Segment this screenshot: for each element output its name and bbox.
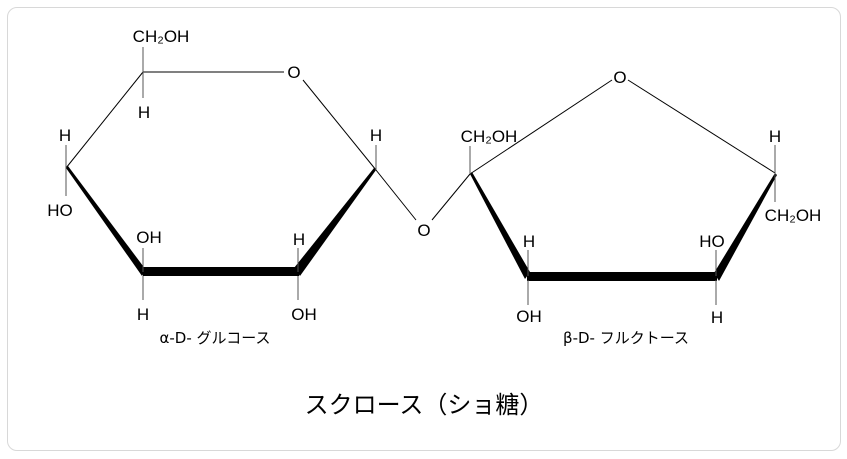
fructose-c5-h: H (769, 127, 781, 146)
fructose-c6-ch2oh: CH₂OH (765, 206, 822, 225)
diagram-card (7, 7, 841, 451)
glucose-c6-ch2oh: CH₂OH (133, 27, 190, 46)
fructose-ring (469, 79, 777, 305)
fructose-c4-oh: HO (699, 232, 725, 251)
glycosidic-oxygen: O (417, 221, 430, 240)
fructose-c1-ch2oh: CH₂OH (461, 127, 518, 146)
fructose-c3-oh: OH (516, 307, 542, 326)
glucose-c1-h: H (370, 126, 382, 145)
diagram-title: スクロース（ショ糖） (305, 391, 544, 419)
glucose-c5-h: H (138, 103, 150, 122)
fructose-c3-h: H (523, 232, 535, 251)
glucose-ring-oxygen: O (287, 63, 300, 82)
glucose-c2-oh: OH (291, 305, 317, 324)
fructose-ring-oxygen: O (613, 68, 626, 87)
fructose-c4-h: H (711, 308, 723, 327)
glucose-ring (65, 47, 471, 300)
glucose-labels: CH₂OH H O H H HO OH H H OH α-D- グルコース (47, 27, 382, 347)
glucose-c3-oh: OH (136, 228, 162, 247)
glucose-c2-h: H (293, 230, 305, 249)
glucose-name: α-D- グルコース (160, 329, 271, 347)
fructose-labels: CH₂OH O H CH₂OH HO H H OH β-D- フルクトース (461, 68, 822, 347)
fructose-name: β-D- フルクトース (563, 329, 689, 347)
glucose-c4-oh: HO (47, 201, 73, 220)
glucose-c3-h: H (137, 305, 149, 324)
glucose-c4-h: H (59, 126, 71, 145)
